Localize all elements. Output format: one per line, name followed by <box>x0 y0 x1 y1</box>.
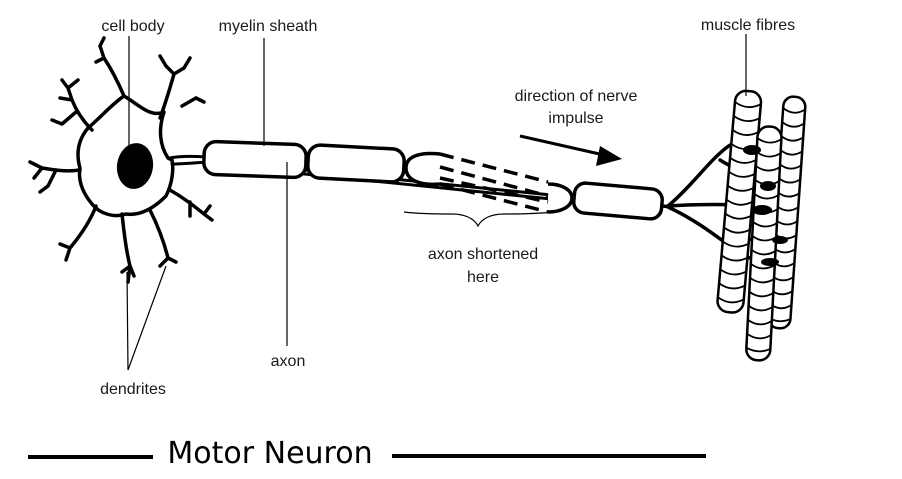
direction-arrow <box>519 134 622 166</box>
muscle-fibres-drawing <box>716 89 807 362</box>
axon-shortened-label-line2: here <box>467 269 499 286</box>
cell-body <box>76 94 175 218</box>
cell-body-label: cell body <box>101 18 164 35</box>
myelin-segment-5 <box>572 181 664 221</box>
dendrites-branches <box>28 36 214 284</box>
dendrites-leader-2 <box>127 265 167 371</box>
dendrites-leader-1 <box>126 271 129 371</box>
myelin-segment-4-partial <box>547 182 574 214</box>
axon-shortened-label-line1: axon shortened <box>428 246 538 263</box>
motor-end-plates <box>743 145 788 266</box>
myelin-segments <box>202 139 673 221</box>
nucleus <box>116 143 154 189</box>
axon-label: axon <box>271 353 306 370</box>
direction-label-line2: impulse <box>548 110 603 127</box>
myelin-segment-2 <box>306 143 406 184</box>
leader-lines <box>126 34 747 371</box>
axon-shortened-brace <box>403 211 553 228</box>
myelin-sheath-label: myelin sheath <box>219 18 318 35</box>
direction-label-line1: direction of nerve <box>515 88 638 105</box>
diagram-title: Motor Neuron <box>167 436 372 471</box>
muscle-fibres-label: muscle fibres <box>701 17 795 34</box>
myelin-segment-3-partial <box>404 151 441 187</box>
axon-dashed-section <box>439 152 549 214</box>
myelin-segment-1 <box>202 139 308 180</box>
dendrites-label: dendrites <box>100 381 166 398</box>
